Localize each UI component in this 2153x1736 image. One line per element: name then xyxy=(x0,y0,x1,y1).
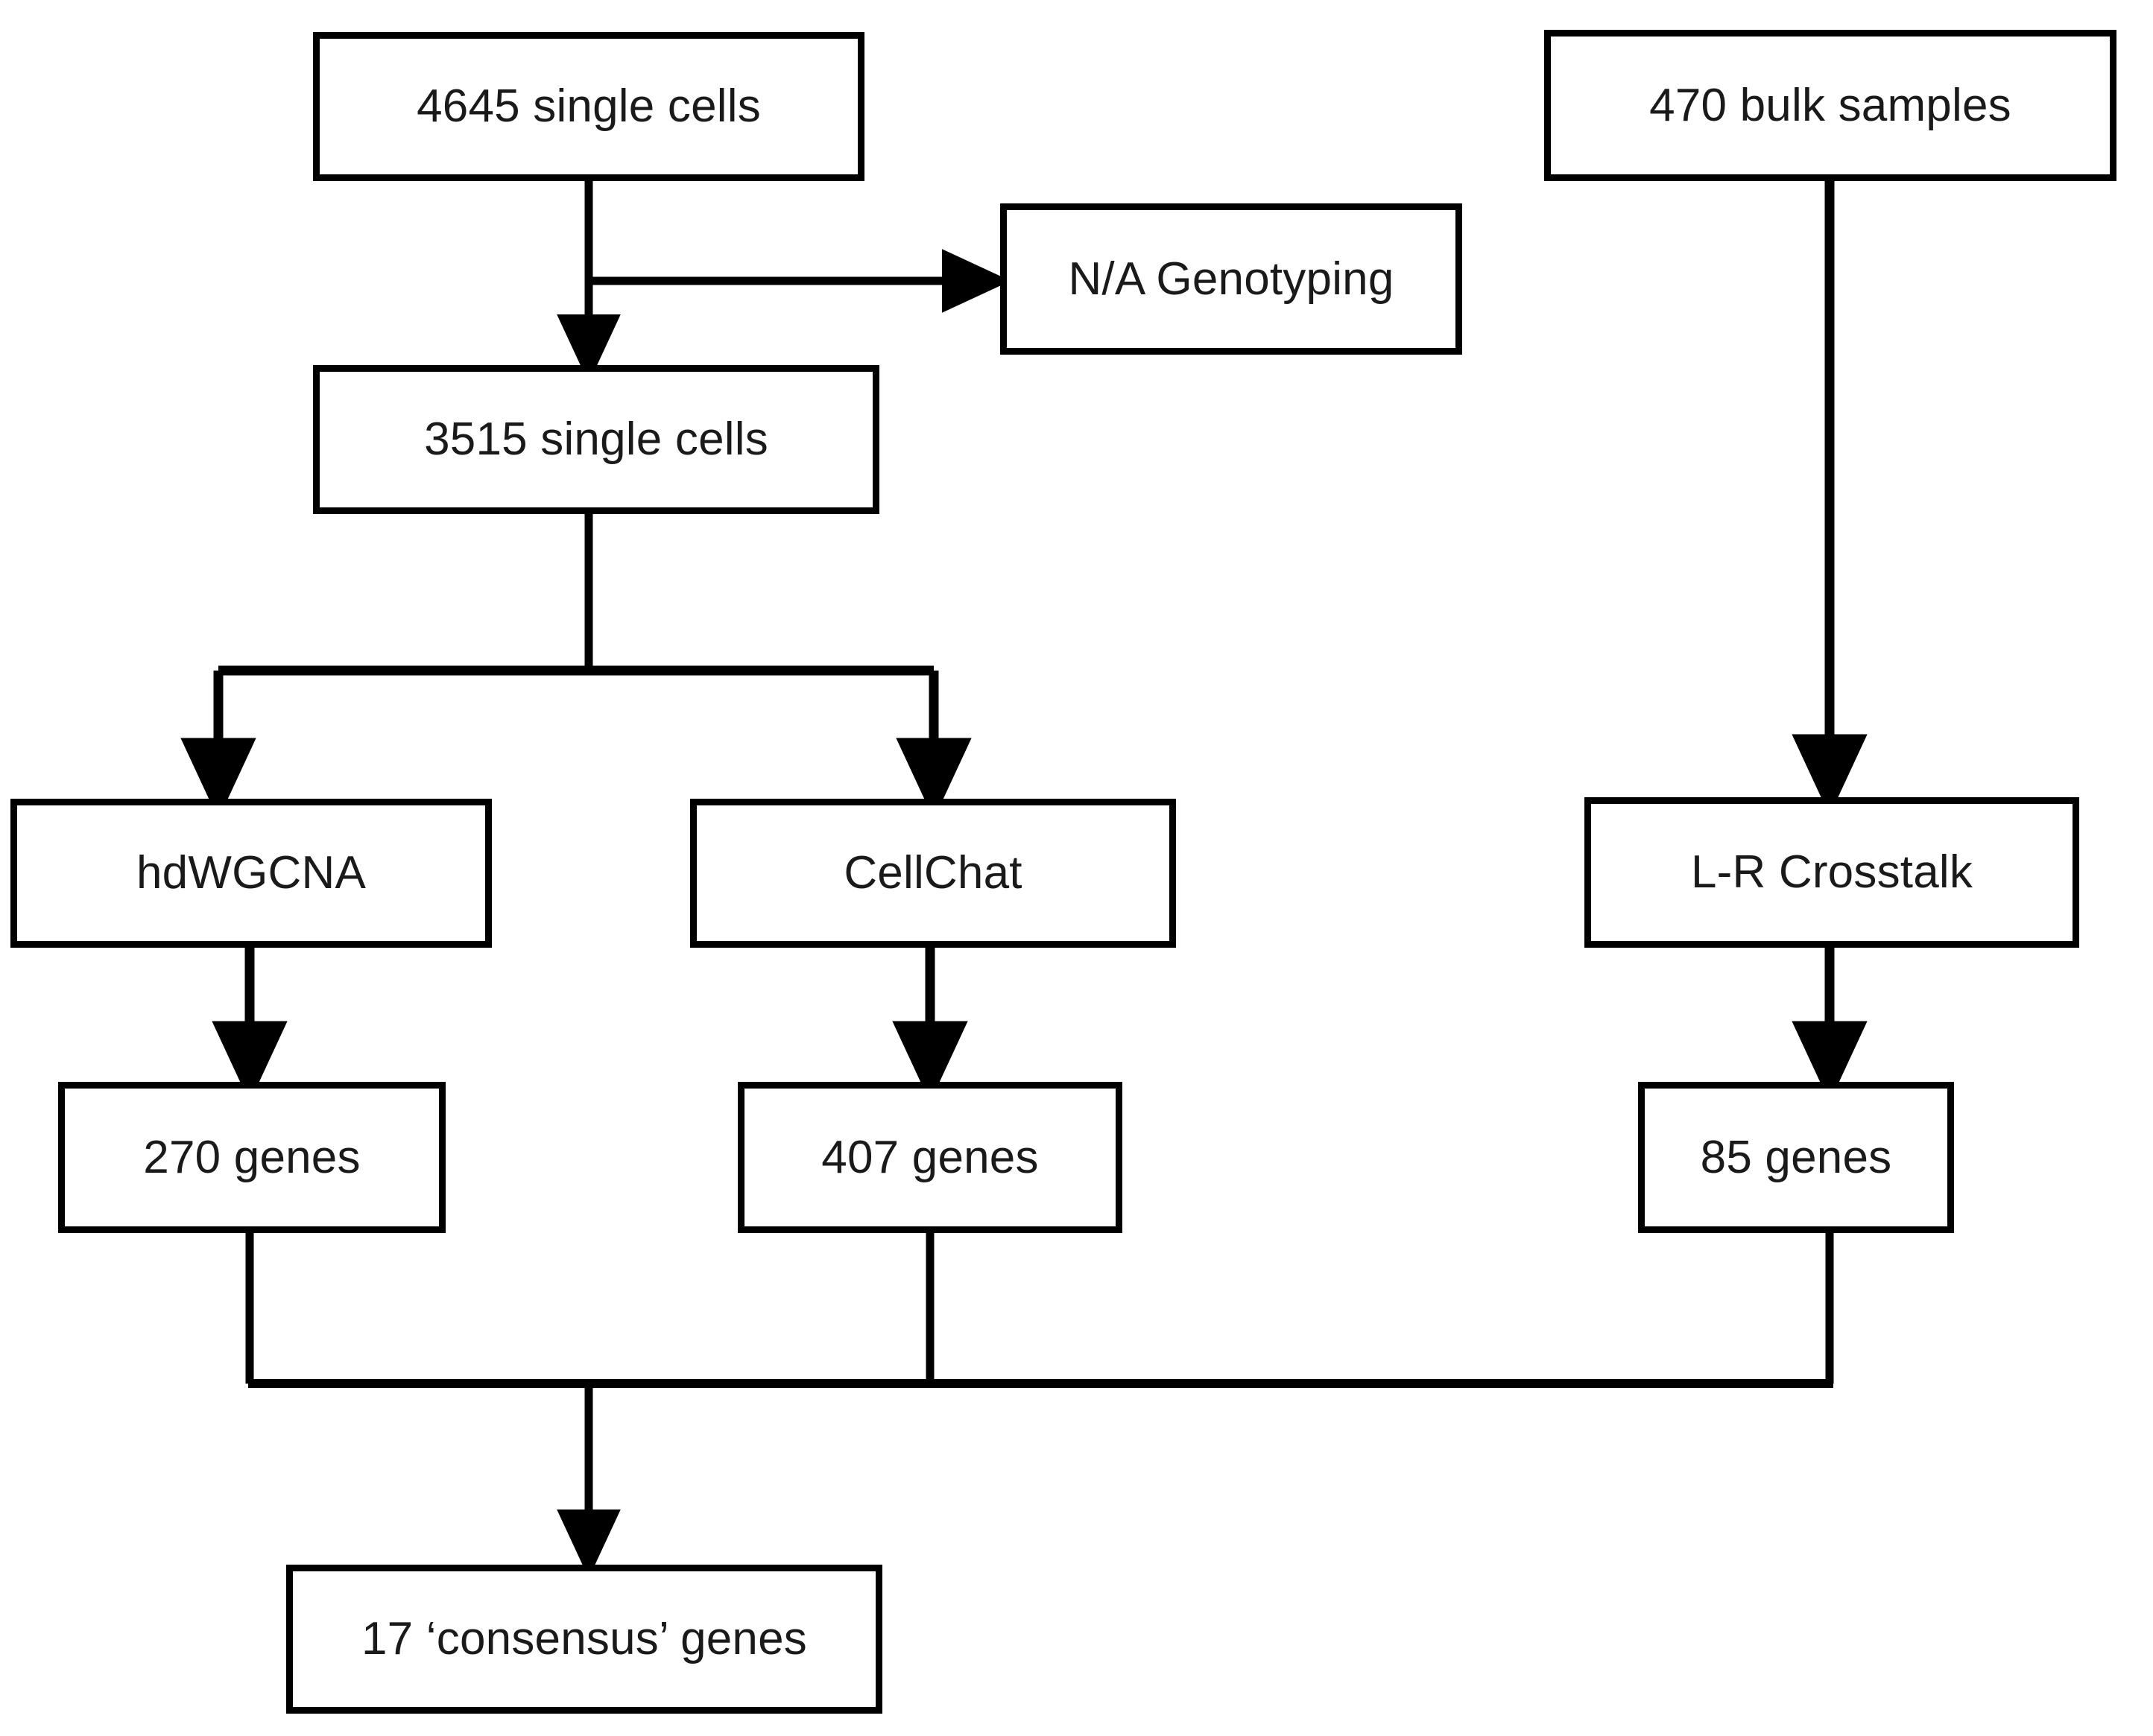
edge-3515-split xyxy=(180,514,972,820)
node-17-consensus-genes[interactable]: 17 ‘consensus’ genes xyxy=(286,1565,882,1714)
node-label: L-R Crosstalk xyxy=(1690,846,1973,899)
node-hdwgcna[interactable]: hdWGCNA xyxy=(10,799,492,948)
node-470-bulk-samples[interactable]: 470 bulk samples xyxy=(1544,30,2116,181)
node-label: 270 genes xyxy=(143,1131,361,1183)
node-lr-crosstalk[interactable]: L-R Crosstalk xyxy=(1584,797,2079,948)
node-label: 3515 single cells xyxy=(424,414,768,466)
node-cellchat[interactable]: CellChat xyxy=(690,799,1176,948)
node-270-genes[interactable]: 270 genes xyxy=(58,1082,446,1233)
node-label: 407 genes xyxy=(821,1131,1039,1183)
node-label: 85 genes xyxy=(1700,1131,1892,1183)
node-3515-single-cells[interactable]: 3515 single cells xyxy=(313,365,879,514)
edge-merge-to-consensus xyxy=(245,1233,1834,1579)
node-label: 470 bulk samples xyxy=(1649,79,2011,131)
node-label: 17 ‘consensus’ genes xyxy=(361,1613,807,1665)
node-label: 4645 single cells xyxy=(417,80,761,133)
node-label: CellChat xyxy=(844,847,1022,899)
node-407-genes[interactable]: 407 genes xyxy=(738,1082,1122,1233)
node-4645-single-cells[interactable]: 4645 single cells xyxy=(313,32,864,181)
node-label: N/A Genotyping xyxy=(1068,253,1394,305)
node-na-genotyping[interactable]: N/A Genotyping xyxy=(1000,203,1462,355)
node-85-genes[interactable]: 85 genes xyxy=(1638,1082,1954,1233)
node-label: hdWGCNA xyxy=(136,847,366,899)
